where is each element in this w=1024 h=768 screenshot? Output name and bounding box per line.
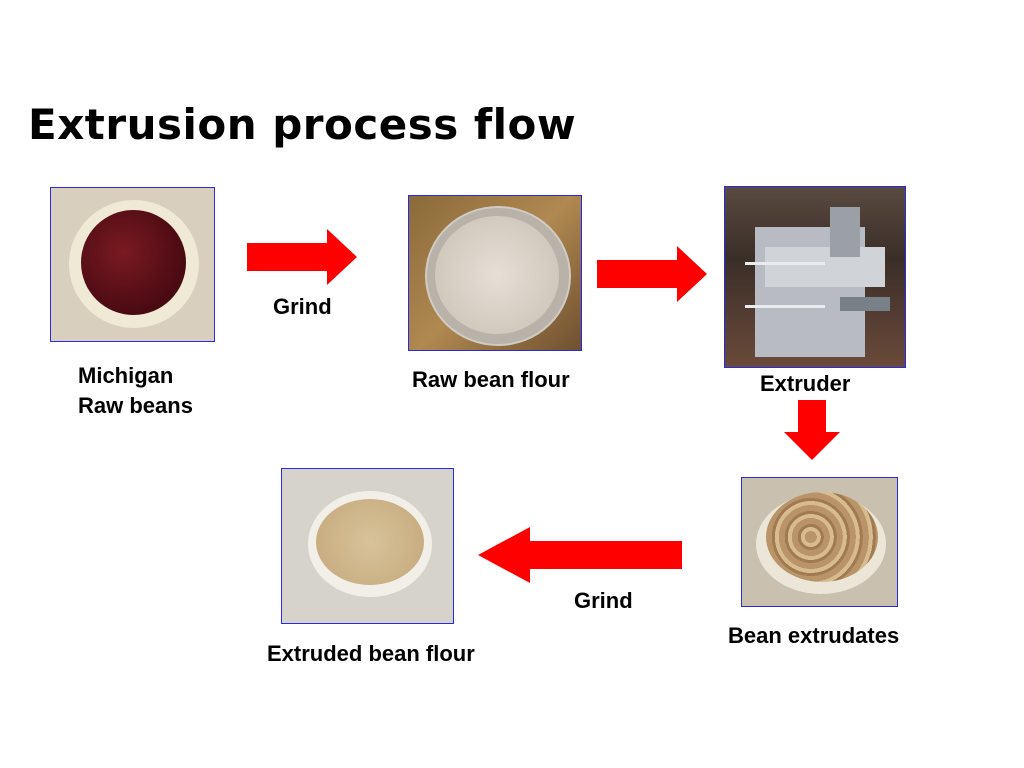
arrow-down	[784, 400, 840, 460]
arrow-right-2	[597, 246, 707, 302]
extruded-flour-photo	[281, 468, 454, 624]
raw-beans-label: Michigan Raw beans	[78, 361, 193, 421]
arrow-right-1	[247, 229, 357, 285]
extruded-flour-label: Extruded bean flour	[267, 641, 475, 666]
bean-extrudates-label: Bean extrudates	[728, 623, 900, 648]
raw-beans-label-line2: Raw beans	[78, 393, 193, 418]
raw-beans-photo	[50, 187, 215, 342]
raw-beans-label-line1: Michigan	[78, 363, 174, 388]
raw-flour-photo	[408, 195, 582, 351]
bean-extrudates-photo	[741, 477, 898, 607]
extruder-label: Extruder	[760, 371, 851, 396]
arrow-left	[478, 527, 682, 583]
grind-label-1: Grind	[273, 294, 332, 319]
grind-label-2: Grind	[574, 588, 633, 613]
raw-flour-label: Raw bean flour	[412, 367, 570, 392]
slide-title: Extrusion process flow	[28, 100, 577, 149]
extruder-photo	[724, 186, 906, 368]
